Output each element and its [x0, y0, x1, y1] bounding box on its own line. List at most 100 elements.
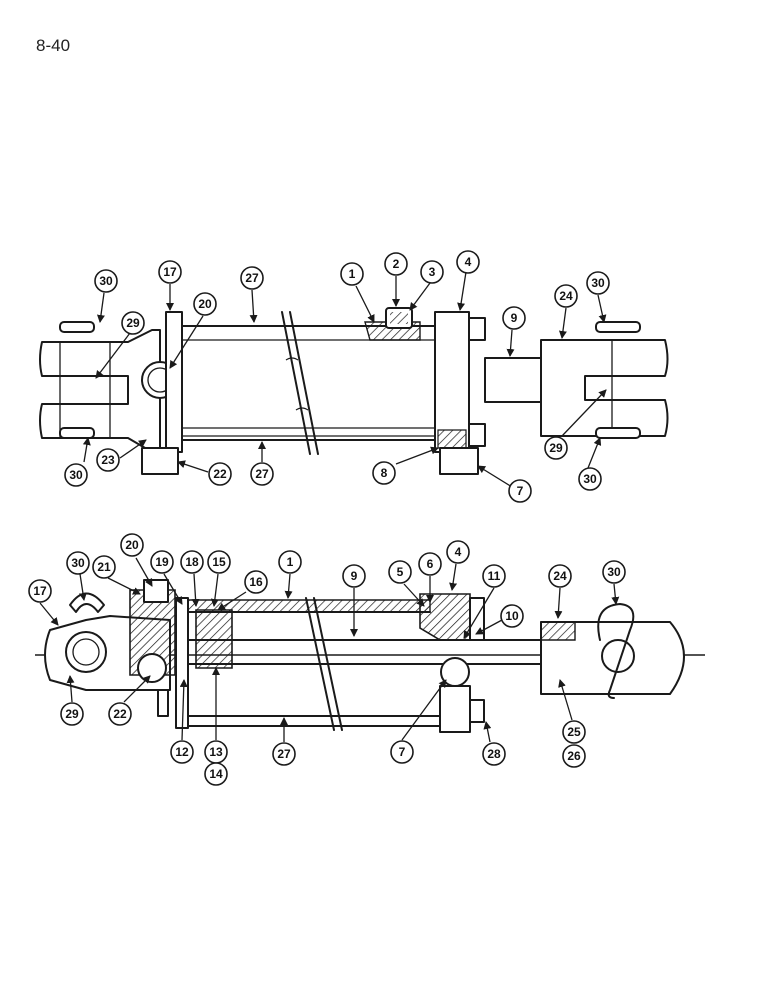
callout-27: 27 — [250, 462, 274, 486]
callout-29: 29 — [544, 436, 568, 460]
callout-30: 30 — [66, 551, 90, 575]
callout-28: 28 — [482, 742, 506, 766]
svg-text:30: 30 — [607, 565, 621, 579]
svg-text:8: 8 — [381, 466, 388, 480]
svg-text:28: 28 — [487, 747, 501, 761]
svg-text:30: 30 — [71, 556, 85, 570]
callout-7: 7 — [508, 479, 532, 503]
svg-text:14: 14 — [209, 767, 223, 781]
callout-6: 6 — [418, 552, 442, 576]
callout-1: 1 — [340, 262, 364, 286]
callout-30: 30 — [602, 560, 626, 584]
svg-text:19: 19 — [155, 555, 169, 569]
svg-text:11: 11 — [488, 569, 501, 583]
svg-text:18: 18 — [185, 555, 199, 569]
svg-text:10: 10 — [505, 609, 519, 623]
callout-10: 10 — [500, 604, 524, 628]
callout-3: 3 — [420, 260, 444, 284]
svg-text:26: 26 — [567, 749, 581, 763]
callouts-top: 30 17 27 1 2 3 4 9 24 30 20 29 29 30 23 … — [64, 250, 610, 503]
svg-text:12: 12 — [175, 745, 189, 759]
callouts-bottom: 20 19 18 15 16 1 9 5 6 4 11 24 30 21 30 … — [28, 533, 626, 786]
callout-27: 27 — [272, 742, 296, 766]
callout-25: 25 — [562, 720, 586, 744]
callout-21: 21 — [92, 555, 116, 579]
callout-30: 30 — [586, 271, 610, 295]
callout-30: 30 — [94, 269, 118, 293]
svg-text:22: 22 — [213, 467, 227, 481]
svg-text:2: 2 — [393, 257, 400, 271]
svg-text:9: 9 — [351, 569, 358, 583]
svg-text:24: 24 — [553, 569, 567, 583]
callout-13: 13 — [204, 740, 228, 764]
callout-15: 15 — [207, 550, 231, 574]
svg-text:1: 1 — [287, 555, 294, 569]
callout-17: 17 — [28, 579, 52, 603]
callout-16: 16 — [244, 570, 268, 594]
callout-4: 4 — [456, 250, 480, 274]
callout-18: 18 — [180, 550, 204, 574]
callout-9: 9 — [342, 564, 366, 588]
svg-text:9: 9 — [511, 311, 518, 325]
callout-17: 17 — [158, 260, 182, 284]
callout-1: 1 — [278, 550, 302, 574]
callout-29: 29 — [60, 702, 84, 726]
svg-text:27: 27 — [245, 271, 259, 285]
svg-text:7: 7 — [399, 745, 406, 759]
callout-24: 24 — [548, 564, 572, 588]
svg-text:1: 1 — [349, 267, 356, 281]
svg-text:7: 7 — [517, 484, 524, 498]
callout-5: 5 — [388, 560, 412, 584]
svg-text:6: 6 — [427, 557, 434, 571]
svg-text:30: 30 — [69, 468, 83, 482]
svg-text:21: 21 — [97, 560, 111, 574]
callout-12: 12 — [170, 740, 194, 764]
callout-11: 11 — [482, 564, 506, 588]
svg-text:17: 17 — [163, 265, 177, 279]
svg-text:24: 24 — [559, 289, 573, 303]
callout-20: 20 — [120, 533, 144, 557]
callout-27: 27 — [240, 266, 264, 290]
svg-text:29: 29 — [65, 707, 79, 721]
callout-24: 24 — [554, 284, 578, 308]
callout-22: 22 — [208, 462, 232, 486]
svg-text:5: 5 — [397, 565, 404, 579]
svg-text:27: 27 — [255, 467, 269, 481]
svg-text:13: 13 — [209, 745, 223, 759]
bottom-view-section — [35, 579, 705, 733]
svg-text:15: 15 — [212, 555, 226, 569]
svg-text:27: 27 — [277, 747, 291, 761]
callout-30: 30 — [578, 467, 602, 491]
svg-text:4: 4 — [455, 545, 462, 559]
callout-9: 9 — [502, 306, 526, 330]
callout-20: 20 — [193, 292, 217, 316]
callout-29: 29 — [121, 311, 145, 335]
svg-text:29: 29 — [126, 316, 140, 330]
svg-text:30: 30 — [591, 276, 605, 290]
svg-text:30: 30 — [583, 472, 597, 486]
svg-text:30: 30 — [99, 274, 113, 288]
callout-30: 30 — [64, 463, 88, 487]
svg-text:29: 29 — [549, 441, 563, 455]
callout-26: 26 — [562, 744, 586, 768]
svg-text:25: 25 — [567, 725, 581, 739]
svg-text:20: 20 — [198, 297, 212, 311]
callout-14: 14 — [204, 762, 228, 786]
leader-lines — [39, 271, 620, 743]
svg-text:17: 17 — [33, 584, 47, 598]
callout-22: 22 — [108, 702, 132, 726]
page-number: 8-40 — [36, 36, 71, 55]
svg-text:4: 4 — [465, 255, 472, 269]
callout-19: 19 — [150, 550, 174, 574]
svg-text:16: 16 — [249, 575, 263, 589]
callout-8: 8 — [372, 461, 396, 485]
callout-4: 4 — [446, 540, 470, 564]
svg-text:22: 22 — [113, 707, 127, 721]
svg-text:20: 20 — [125, 538, 139, 552]
callout-2: 2 — [384, 252, 408, 276]
svg-text:23: 23 — [101, 453, 115, 467]
callout-7: 7 — [390, 740, 414, 764]
svg-text:3: 3 — [429, 265, 436, 279]
callout-23: 23 — [96, 448, 120, 472]
